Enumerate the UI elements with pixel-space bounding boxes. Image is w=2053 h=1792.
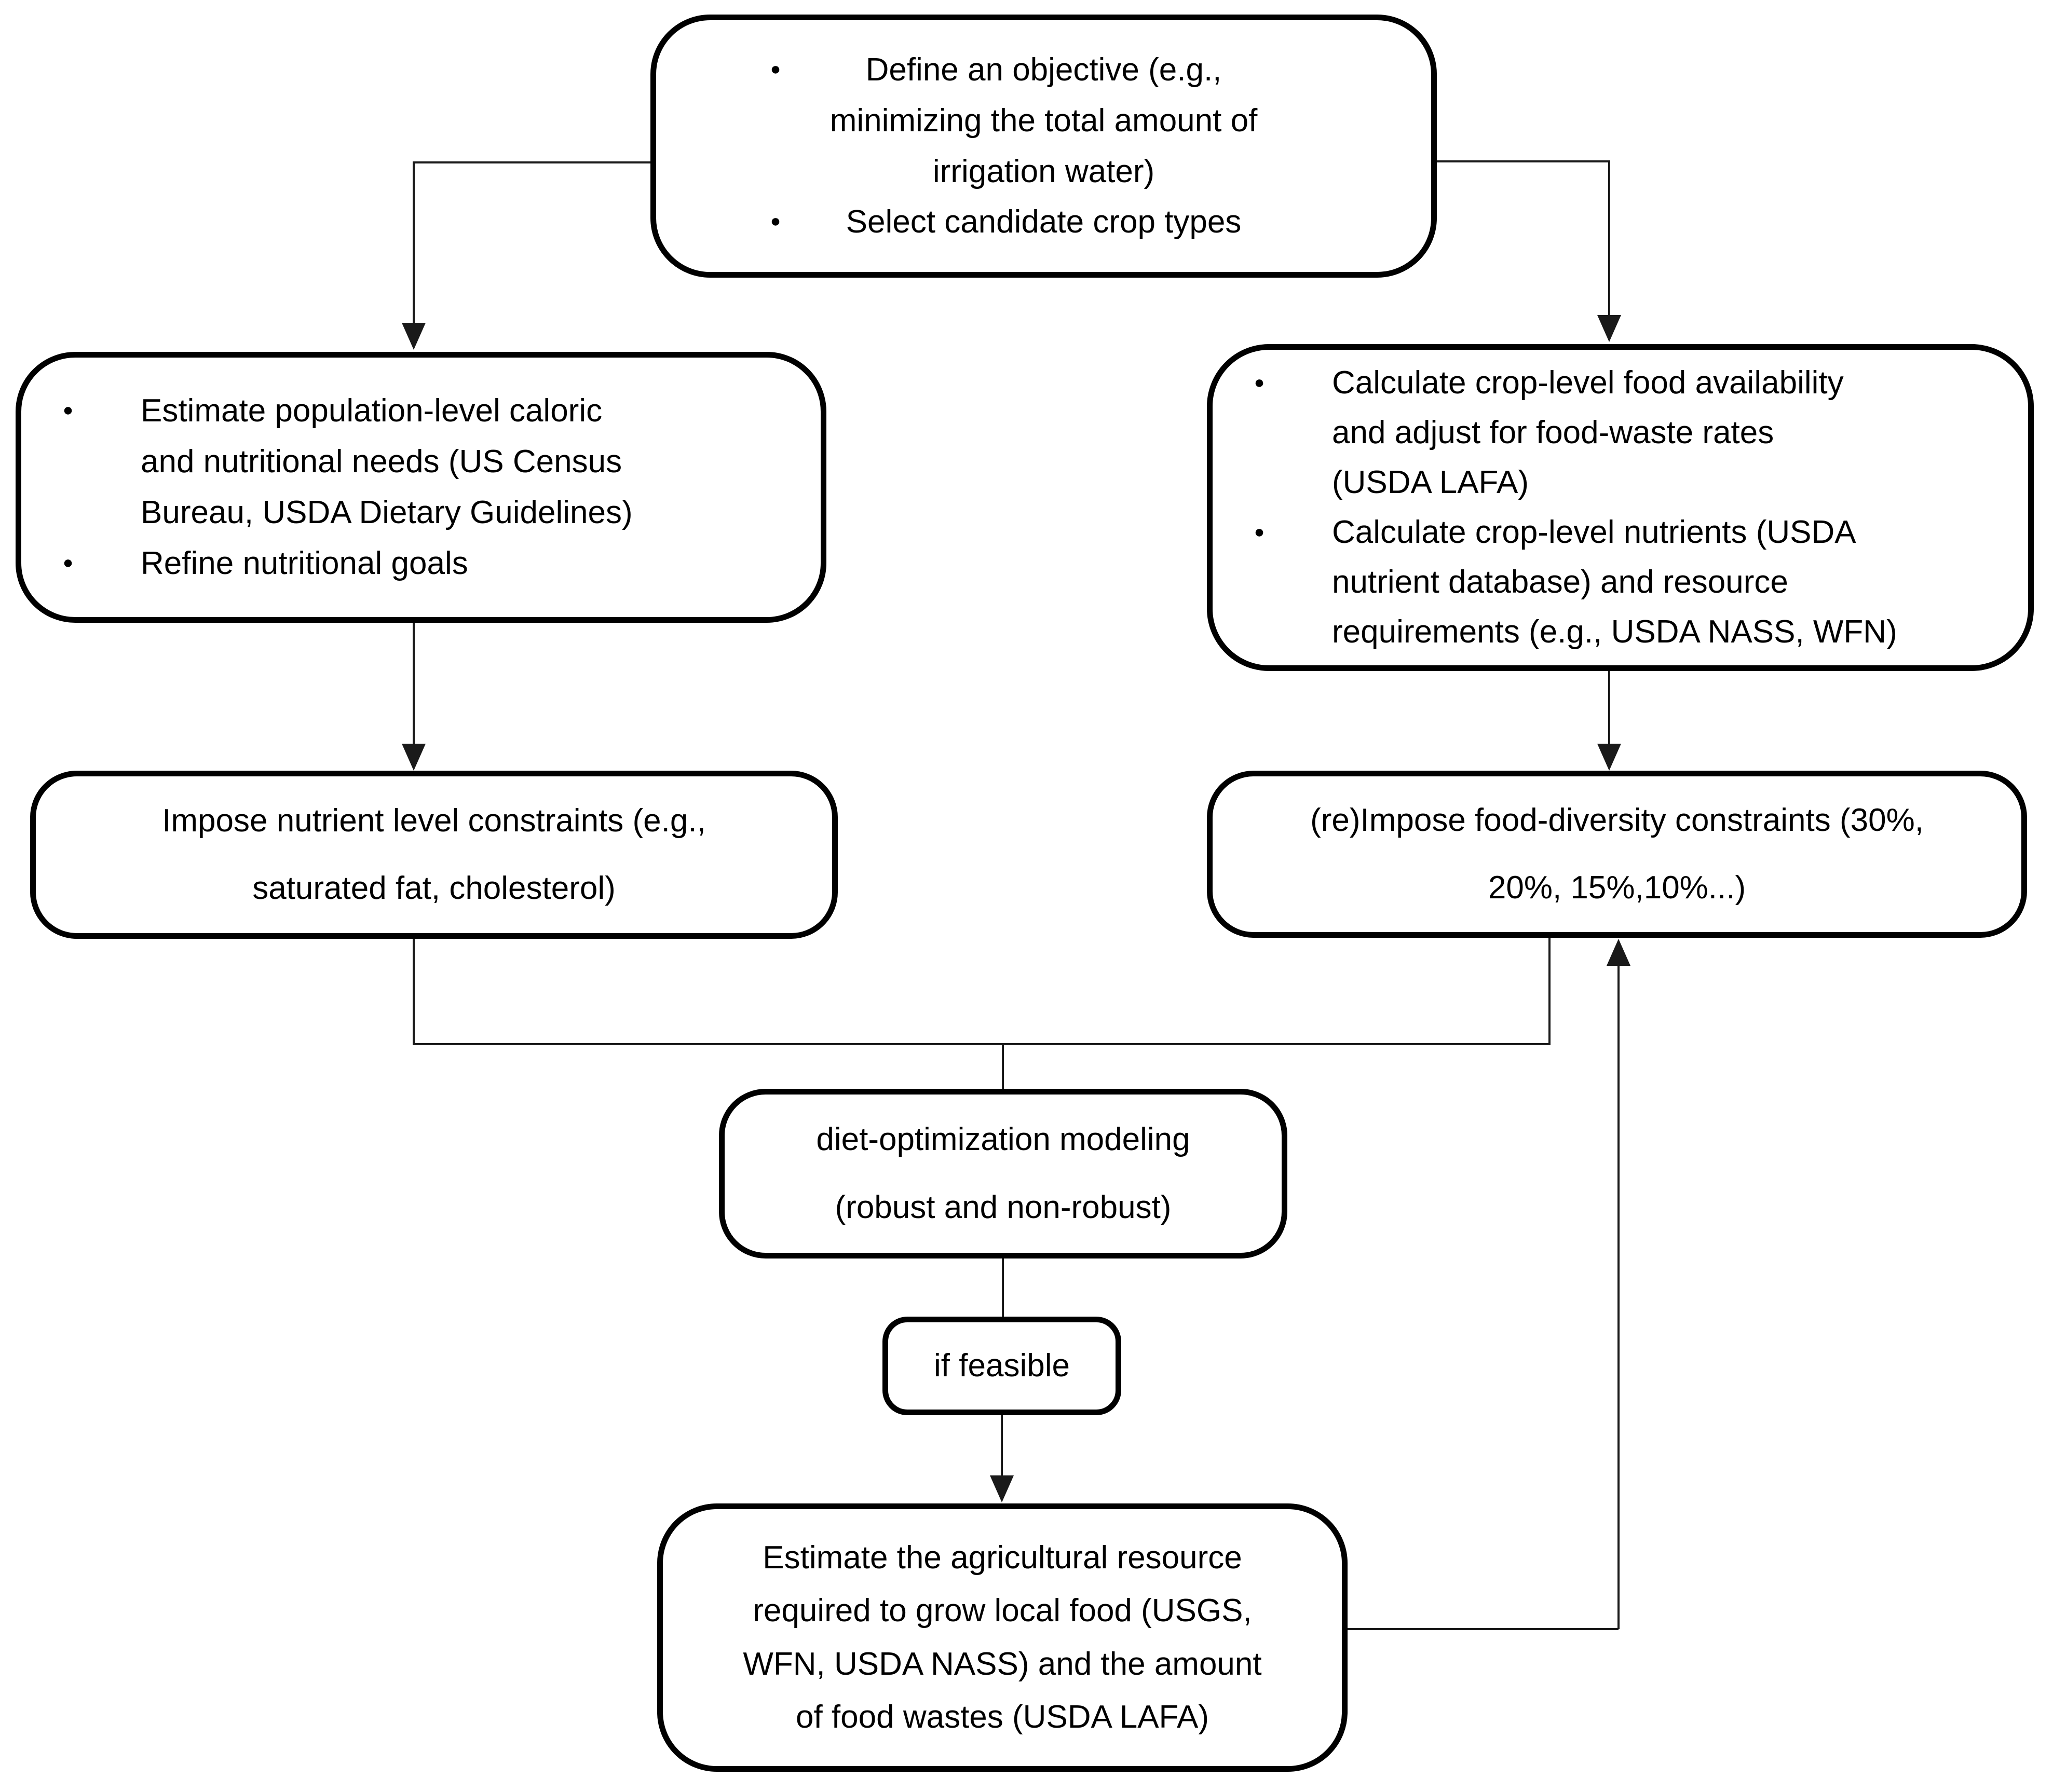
node-text: diet-optimization modeling (robust and n…	[816, 1121, 1190, 1225]
list-item: ● Estimate population-level caloric and …	[21, 386, 821, 538]
node-diversity-constraints: (re)Impose food-diversity constraints (3…	[1207, 771, 2027, 938]
connector-diversity-down	[1548, 937, 1551, 1045]
bullet-icon: ●	[62, 400, 74, 420]
connector-objective-to-availability-v	[1608, 160, 1610, 315]
connector-objective-to-availability-h	[1437, 160, 1609, 162]
bullet-icon: ●	[1254, 522, 1265, 542]
connector-availability-to-diversity	[1608, 670, 1610, 744]
node-nutrient-constraints: Impose nutrient level constraints (e.g.,…	[30, 771, 838, 939]
connector-merge-to-optimization	[1002, 1044, 1004, 1089]
connector-feasible-to-resources	[1001, 1414, 1003, 1475]
node-caloric-needs: ● Estimate population-level caloric and …	[16, 352, 826, 623]
node-agricultural-resources: Estimate the agricultural resource requi…	[657, 1503, 1348, 1772]
arrowhead-down-icon	[402, 744, 426, 771]
connector-objective-to-needs-v	[413, 161, 415, 323]
connector-optimization-to-feasible	[1002, 1257, 1004, 1317]
connector-resources-feedback-h	[1348, 1628, 1619, 1630]
node-text: Impose nutrient level constraints (e.g.,…	[162, 802, 706, 906]
bullet-icon: ●	[770, 59, 781, 79]
node-food-availability: ● Calculate crop-level food availability…	[1207, 344, 2034, 671]
arrowhead-down-icon	[990, 1475, 1014, 1502]
list-item: ● Select candidate crop types	[677, 197, 1410, 248]
bullet-icon: ●	[62, 552, 74, 572]
node-text: Select candidate crop types	[846, 204, 1242, 240]
arrowhead-down-icon	[1597, 744, 1621, 771]
arrowhead-down-icon	[1597, 315, 1621, 342]
connector-feedback-vertical	[1617, 965, 1620, 1629]
node-diet-optimization: diet-optimization modeling (robust and n…	[719, 1089, 1287, 1258]
node-text: Calculate crop-level nutrients (USDA nut…	[1332, 514, 1897, 650]
node-text: (re)Impose food-diversity constraints (3…	[1310, 802, 1924, 906]
node-text: Define an objective (e.g., minimizing th…	[830, 51, 1258, 189]
bullet-icon: ●	[770, 211, 781, 231]
node-text: Estimate population-level caloric and nu…	[141, 393, 633, 530]
node-text: Calculate crop-level food availability a…	[1332, 364, 1844, 500]
connector-needs-to-nutrient	[413, 622, 415, 744]
connector-merge-horizontal	[413, 1043, 1551, 1045]
node-if-feasible: if feasible	[882, 1317, 1121, 1415]
connector-nutrient-down	[413, 938, 415, 1045]
list-item: ● Calculate crop-level food availability…	[1213, 358, 2028, 508]
list-item: ● Calculate crop-level nutrients (USDA n…	[1213, 508, 2028, 657]
node-define-objective: ● Define an objective (e.g., minimizing …	[650, 15, 1437, 278]
connector-objective-to-needs-h	[414, 161, 650, 163]
list-item: ● Define an objective (e.g., minimizing …	[677, 45, 1410, 197]
list-item: ● Refine nutritional goals	[21, 538, 821, 589]
arrowhead-down-icon	[402, 323, 426, 350]
node-text: Estimate the agricultural resource requi…	[743, 1539, 1262, 1735]
bullet-icon: ●	[1254, 372, 1265, 392]
node-text: Refine nutritional goals	[141, 545, 468, 581]
node-text: if feasible	[934, 1348, 1070, 1384]
arrowhead-up-icon	[1607, 939, 1630, 966]
